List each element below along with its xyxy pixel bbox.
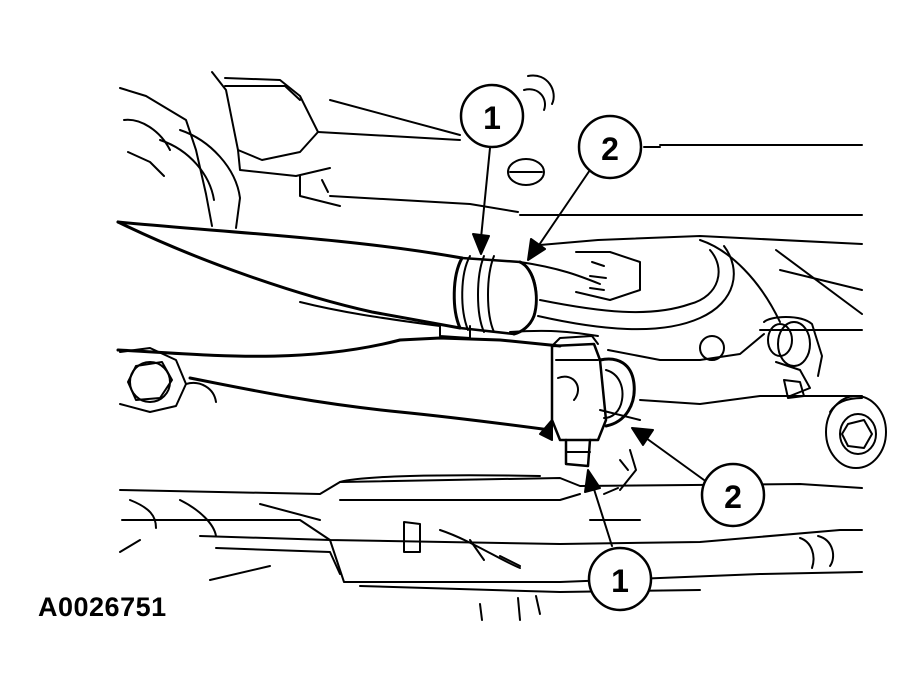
figure-id-label: A0026751 bbox=[38, 592, 167, 622]
upper-hose bbox=[116, 220, 601, 339]
callout-upper-clamp: 1 bbox=[459, 83, 525, 255]
lower-hose bbox=[116, 336, 562, 432]
callout-arrowhead bbox=[631, 427, 654, 446]
lower-hose-end bbox=[598, 357, 636, 428]
callout-upper-hose-end: 2 bbox=[527, 114, 661, 261]
upper-clamp bbox=[452, 255, 522, 336]
engine-background bbox=[119, 71, 887, 621]
callout-lower-hose-end: 2 bbox=[631, 427, 766, 528]
callout-arrowhead bbox=[472, 233, 490, 255]
callout-label: 2 bbox=[601, 131, 619, 167]
callout-lower-clamp: 1 bbox=[584, 469, 653, 612]
callout-arrowhead bbox=[527, 238, 546, 261]
callout-label: 2 bbox=[724, 479, 742, 515]
callout-label: 1 bbox=[483, 100, 501, 136]
lower-clamp bbox=[539, 335, 608, 468]
upper-hose-end bbox=[512, 260, 538, 336]
callout-label: 1 bbox=[611, 563, 629, 599]
callout-arrowhead bbox=[584, 469, 601, 493]
